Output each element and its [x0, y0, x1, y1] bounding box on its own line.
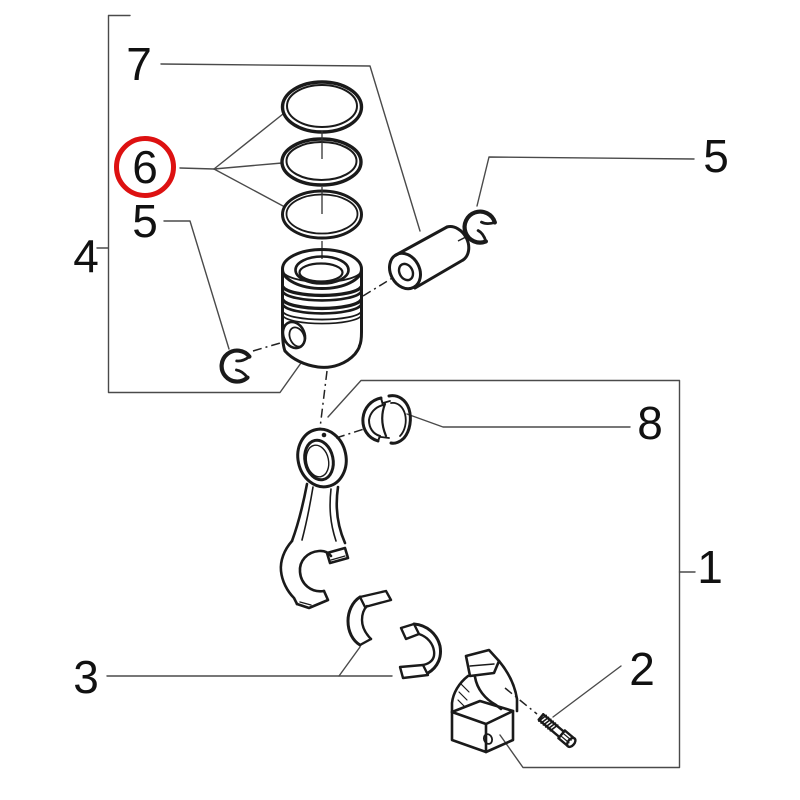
callout-7[interactable]: 7 [126, 38, 152, 90]
leader-line-5-left [163, 220, 230, 350]
leader-line-5-right [476, 156, 695, 207]
callout-1[interactable]: 1 [697, 541, 723, 593]
bearing-shell-lower-drawing [398, 622, 442, 680]
bearing-shell-upper-drawing [346, 589, 393, 647]
leader-line-7 [160, 63, 421, 232]
bracket-group-1 [327, 379, 696, 769]
leader-line-3 [106, 646, 393, 677]
piston-pin-drawing [388, 225, 471, 291]
oil-hole [321, 432, 327, 438]
bearing-cap-drawing [450, 648, 519, 754]
callout-6[interactable]: 6 [132, 141, 158, 193]
centerlines [252, 235, 538, 715]
piston-drawing [281, 248, 363, 369]
leader-line-8 [406, 413, 631, 428]
callout-3[interactable]: 3 [73, 651, 99, 703]
circlip-left-drawing [219, 348, 252, 384]
leader-line-2 [552, 665, 622, 718]
callout-2[interactable]: 2 [629, 643, 655, 695]
callouts: 7 6 5 4 5 8 1 2 3 [73, 38, 729, 703]
piston-ring-top [280, 80, 364, 134]
circlip-right-drawing [462, 209, 497, 245]
callout-8[interactable]: 8 [637, 397, 663, 449]
callout-6-highlight-circle [114, 136, 176, 198]
callout-5-left[interactable]: 5 [132, 195, 158, 247]
piston-rings-group [280, 80, 364, 259]
connecting-rod-drawing [279, 427, 350, 610]
callout-5-right[interactable]: 5 [703, 130, 729, 182]
cap-bolt-drawing [537, 713, 577, 749]
small-end-bushing-drawing [361, 394, 412, 445]
leader-line-6 [179, 113, 284, 207]
callout-4[interactable]: 4 [73, 230, 99, 282]
bracket-group-4 [96, 14, 302, 394]
